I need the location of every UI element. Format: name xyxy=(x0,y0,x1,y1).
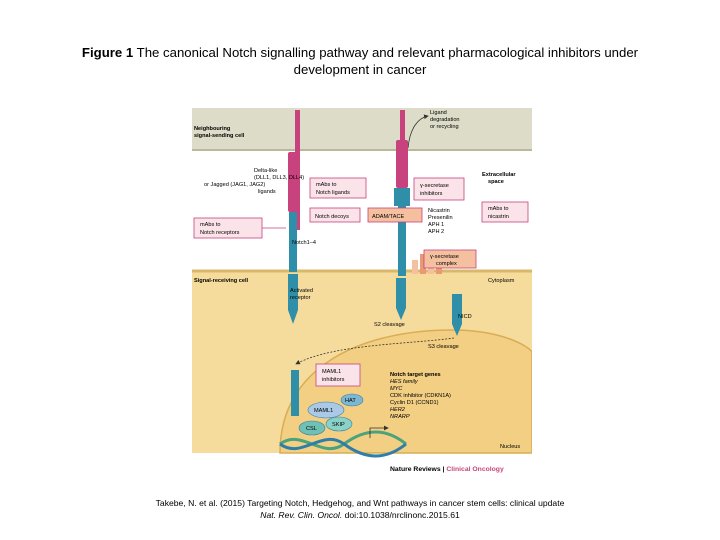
ligand-label-1: Delta-like xyxy=(254,168,277,174)
nucleus-label: Nucleus xyxy=(500,444,520,450)
target-gene-3: CDK inhibitor (CDKN1A) xyxy=(390,393,451,399)
gs-inhibitors-box xyxy=(413,177,465,201)
nuclear-translocation-arrow xyxy=(295,337,455,365)
extracellular-label-1: Extracellular xyxy=(482,172,516,178)
csl-label: CSL xyxy=(306,426,317,432)
mabs-receptors-label-2: Notch receptors xyxy=(200,230,240,236)
gs-inhibitors-label-2: inhibitors xyxy=(420,191,443,197)
cytoplasm-label: Cytoplasm xyxy=(488,278,515,284)
s3-cleavage-label: S3 cleavage xyxy=(428,344,459,350)
maml1-shape xyxy=(307,401,345,419)
ligand-left-stalk xyxy=(295,110,300,230)
adam-tace-label: ADAM/TACE xyxy=(372,214,404,220)
gs-inhibitors-label-1: γ-secretase xyxy=(420,183,449,189)
complex-component-1: Nicastrin xyxy=(428,208,450,214)
complex-component-2: Presenilin xyxy=(428,215,453,221)
ligand-label-2: (DLL1, DLL3, DLL4) xyxy=(254,175,304,181)
activated-receptor-domain xyxy=(288,274,298,310)
target-genes-title: Notch target genes xyxy=(390,372,441,378)
target-gene-1: HES family xyxy=(390,379,419,385)
mabs-ligands-box xyxy=(309,177,367,199)
maml1-label: MAML1 xyxy=(314,408,333,414)
nicd-label: NICD xyxy=(458,314,472,320)
citation-line-2: Nat. Rev. Clin. Oncol. doi:10.1038/nrcli… xyxy=(0,509,720,521)
skip-shape xyxy=(325,416,353,432)
activated-receptor-tip xyxy=(288,310,298,324)
diagram-svg: Neighbouring signal-sending cell Ligand … xyxy=(192,108,533,473)
cleaved-receptor-tip xyxy=(396,308,406,320)
citation-line-1: Takebe, N. et al. (2015) Targeting Notch… xyxy=(155,498,565,508)
notch-decoys-label: Notch decoys xyxy=(315,214,349,220)
journal-label: Clinical Oncology xyxy=(446,466,504,473)
extracellular-label-2: space xyxy=(488,179,504,185)
ligand-fate-label-1: Ligand xyxy=(430,110,447,116)
dna-strand-2 xyxy=(279,437,407,458)
degradation-arrow xyxy=(407,114,429,149)
caption-line-1: Figure 1 The canonical Notch signalling … xyxy=(0,44,720,61)
ligand-right xyxy=(396,140,408,188)
ligand-right-stalk xyxy=(400,110,405,146)
ligand-label-4: ligands xyxy=(258,189,276,195)
complex-component-3: APH 1 xyxy=(428,222,444,228)
citation-doi: doi:10.1038/nrclinonc.2015.61 xyxy=(344,510,460,520)
gs-complex-bar-1 xyxy=(412,260,418,274)
hat-label: HAT xyxy=(345,398,356,404)
cleaved-receptor xyxy=(396,278,406,308)
neighbouring-cell-label-1: Neighbouring xyxy=(194,126,231,132)
nicd-tip xyxy=(452,324,462,336)
s2-cleavage-label: S2 cleavage xyxy=(374,322,405,328)
mabs-nicastrin-label-2: nicastrin xyxy=(488,214,509,220)
citation-journal: Nat. Rev. Clin. Oncol. xyxy=(260,510,343,520)
gs-complex-box xyxy=(423,249,477,269)
gs-complex-label-1: γ-secretase xyxy=(430,254,459,260)
hat-shape xyxy=(340,393,364,407)
complex-component-4: APH 2 xyxy=(428,229,444,235)
caption-text-1: The canonical Notch signalling pathway a… xyxy=(136,45,639,60)
ligand-label-3: or Jagged (JAG1, JAG2) xyxy=(204,182,265,188)
activated-receptor-label-2: receptor xyxy=(290,295,311,301)
activated-receptor-label-1: Activated xyxy=(290,288,313,294)
caption-line-2: development in cancer xyxy=(293,62,427,77)
nicd-fragment xyxy=(452,294,462,324)
target-gene-6: NRARP xyxy=(390,414,410,420)
nuclear-nicd xyxy=(291,370,299,416)
citation: Takebe, N. et al. (2015) Targeting Notch… xyxy=(0,497,720,521)
neighbouring-cell-label-2: signal-sending cell xyxy=(194,133,245,139)
target-gene-4: Cyclin D1 (CCND1) xyxy=(390,400,439,406)
publisher-label: Nature Reviews xyxy=(390,466,441,473)
journal-separator: | xyxy=(441,466,447,473)
mabs-nicastrin-label-1: mAbs to xyxy=(488,206,509,212)
sending-cell-region xyxy=(192,108,532,150)
gs-complex-bar-2 xyxy=(420,254,426,274)
notch-receptors-label: Notch1–4 xyxy=(292,240,316,246)
csl-shape xyxy=(298,420,326,436)
target-gene-2: MYC xyxy=(390,386,403,392)
notch-receptor-left xyxy=(289,212,297,272)
signal-receiving-cell-label: Signal-receiving cell xyxy=(194,278,249,284)
maml1-inhibitors-box xyxy=(315,363,361,387)
figure-label: Figure 1 xyxy=(81,45,134,60)
adam-tace-box xyxy=(367,207,423,223)
gs-complex-label-2: complex xyxy=(436,261,457,267)
mabs-nicastrin-box xyxy=(481,201,529,223)
figure-caption: Figure 1 The canonical Notch signalling … xyxy=(0,44,720,78)
mabs-ligands-label-1: mAbs to xyxy=(316,182,337,188)
ligand-fate-label-3: or recycling xyxy=(430,124,459,130)
notch-receptor-right-head xyxy=(394,188,410,206)
notch-pathway-diagram: Neighbouring signal-sending cell Ligand … xyxy=(192,108,533,483)
mabs-ligands-label-2: Notch ligands xyxy=(316,190,350,196)
notch-receptor-right xyxy=(398,206,406,276)
skip-label: SKIP xyxy=(332,422,345,428)
transcription-arrow xyxy=(369,425,389,438)
mabs-receptors-label-1: mAbs to xyxy=(200,222,221,228)
ligand-fate-label-2: degradation xyxy=(430,117,460,123)
maml1-inhibitors-label-2: inhibitors xyxy=(322,377,345,383)
target-gene-5: HER2 xyxy=(390,407,406,413)
notch-decoys-box xyxy=(309,207,361,223)
journal-tag: Nature Reviews | Clinical Oncology xyxy=(390,466,504,473)
maml1-inhibitors-label-1: MAML1 xyxy=(322,369,341,375)
